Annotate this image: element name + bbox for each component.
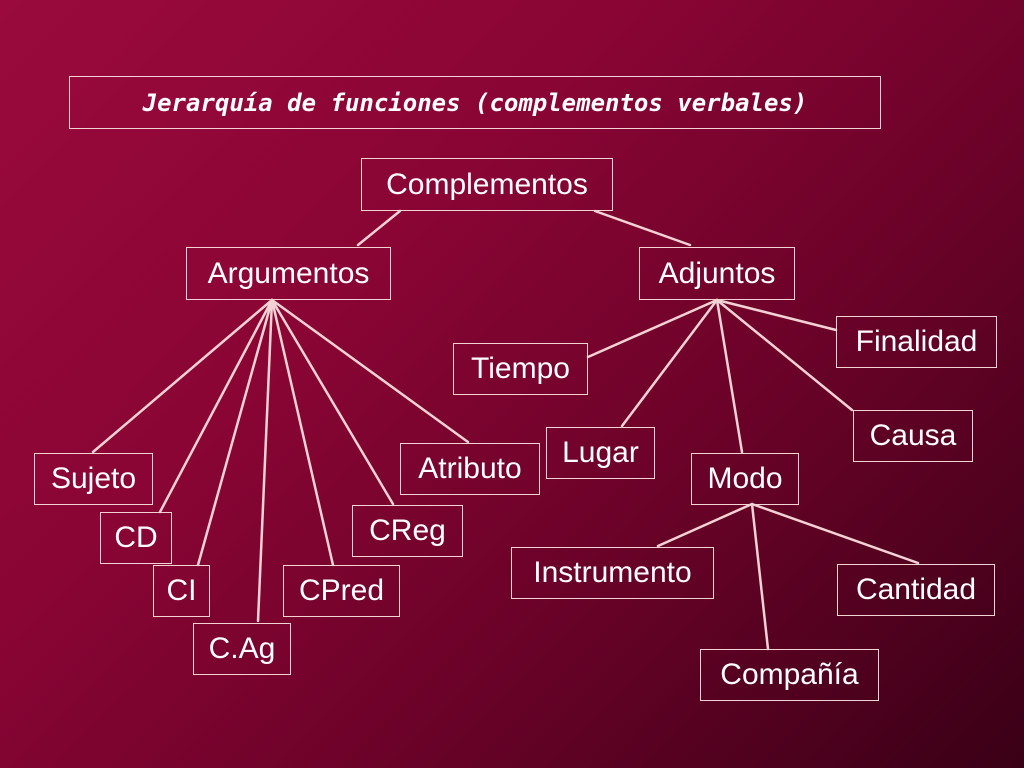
- node-cantidad: Cantidad: [837, 564, 995, 616]
- node-sujeto: Sujeto: [34, 453, 153, 505]
- node-adjuntos: Adjuntos: [639, 247, 795, 300]
- node-instrumento: Instrumento: [511, 547, 714, 599]
- link-adjuntos-modo: [715, 298, 744, 454]
- node-compania: Compañía: [700, 649, 879, 701]
- node-creg: CReg: [352, 505, 463, 557]
- node-argumentos: Argumentos: [186, 247, 391, 300]
- link-argumentos-cd: [158, 298, 274, 514]
- link-adjuntos-tiempo: [586, 298, 719, 359]
- node-cag: C.Ag: [193, 623, 291, 675]
- node-complementos: Complementos: [361, 158, 613, 211]
- link-argumentos-sujeto: [91, 298, 274, 454]
- link-complementos-adjuntos: [593, 209, 692, 247]
- node-cd: CD: [100, 512, 172, 564]
- diagram-title: Jerarquía de funciones (complementos ver…: [69, 76, 881, 129]
- link-modo-compania: [750, 502, 770, 651]
- link-modo-instrumento: [656, 502, 754, 548]
- link-argumentos-cpred: [270, 298, 335, 567]
- node-lugar: Lugar: [546, 427, 655, 479]
- node-tiempo: Tiempo: [453, 343, 588, 395]
- link-argumentos-atributo: [270, 298, 470, 444]
- node-causa: Causa: [853, 410, 973, 462]
- link-adjuntos-causa: [715, 298, 854, 412]
- node-ci: CI: [153, 565, 210, 617]
- link-modo-cantidad: [750, 502, 920, 565]
- link-argumentos-cag: [256, 298, 274, 623]
- link-argumentos-creg: [270, 298, 395, 506]
- node-finalidad: Finalidad: [836, 316, 997, 368]
- link-complementos-argumentos: [356, 209, 402, 247]
- link-adjuntos-finalidad: [715, 298, 838, 332]
- link-adjuntos-lugar: [620, 298, 719, 428]
- node-atributo: Atributo: [400, 443, 540, 495]
- node-modo: Modo: [691, 453, 799, 505]
- link-argumentos-ci: [196, 298, 274, 567]
- node-cpred: CPred: [283, 565, 400, 617]
